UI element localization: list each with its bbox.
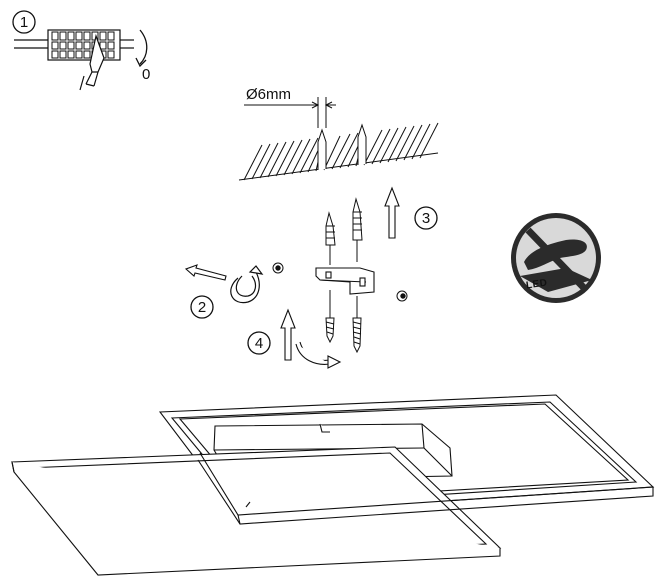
step-4-marker bbox=[247, 331, 271, 355]
remove-arrow-left bbox=[184, 264, 227, 281]
ceiling-hatch bbox=[238, 122, 439, 181]
mounting-bracket bbox=[315, 267, 375, 295]
step-4-number: 4 bbox=[254, 335, 264, 352]
lamp-frame-front bbox=[10, 446, 502, 576]
insert-arrow-up bbox=[384, 186, 400, 239]
drill-diameter-label: Ø6mm bbox=[246, 86, 291, 103]
power-off-label: 0 bbox=[142, 66, 151, 83]
fix-arrow-up bbox=[280, 308, 296, 361]
lamp-frame-back-overlap bbox=[197, 452, 654, 525]
nut bbox=[272, 262, 284, 274]
step-3-marker bbox=[414, 206, 438, 230]
diameter-dimension bbox=[244, 97, 336, 128]
screws bbox=[325, 290, 362, 354]
step-2-number: 2 bbox=[197, 299, 207, 316]
no-touch-led-icon bbox=[511, 213, 601, 303]
terminal-block-illustration bbox=[14, 29, 134, 91]
tighten-arrow bbox=[295, 341, 342, 369]
wall-plugs bbox=[325, 197, 363, 265]
step-1-number: 1 bbox=[19, 14, 29, 31]
step-3-number: 3 bbox=[421, 210, 431, 227]
step-1-marker bbox=[12, 10, 36, 34]
power-off-arrow bbox=[135, 29, 148, 68]
rotate-arrow bbox=[230, 265, 264, 304]
washer bbox=[396, 290, 408, 302]
step-2-marker bbox=[190, 295, 214, 319]
